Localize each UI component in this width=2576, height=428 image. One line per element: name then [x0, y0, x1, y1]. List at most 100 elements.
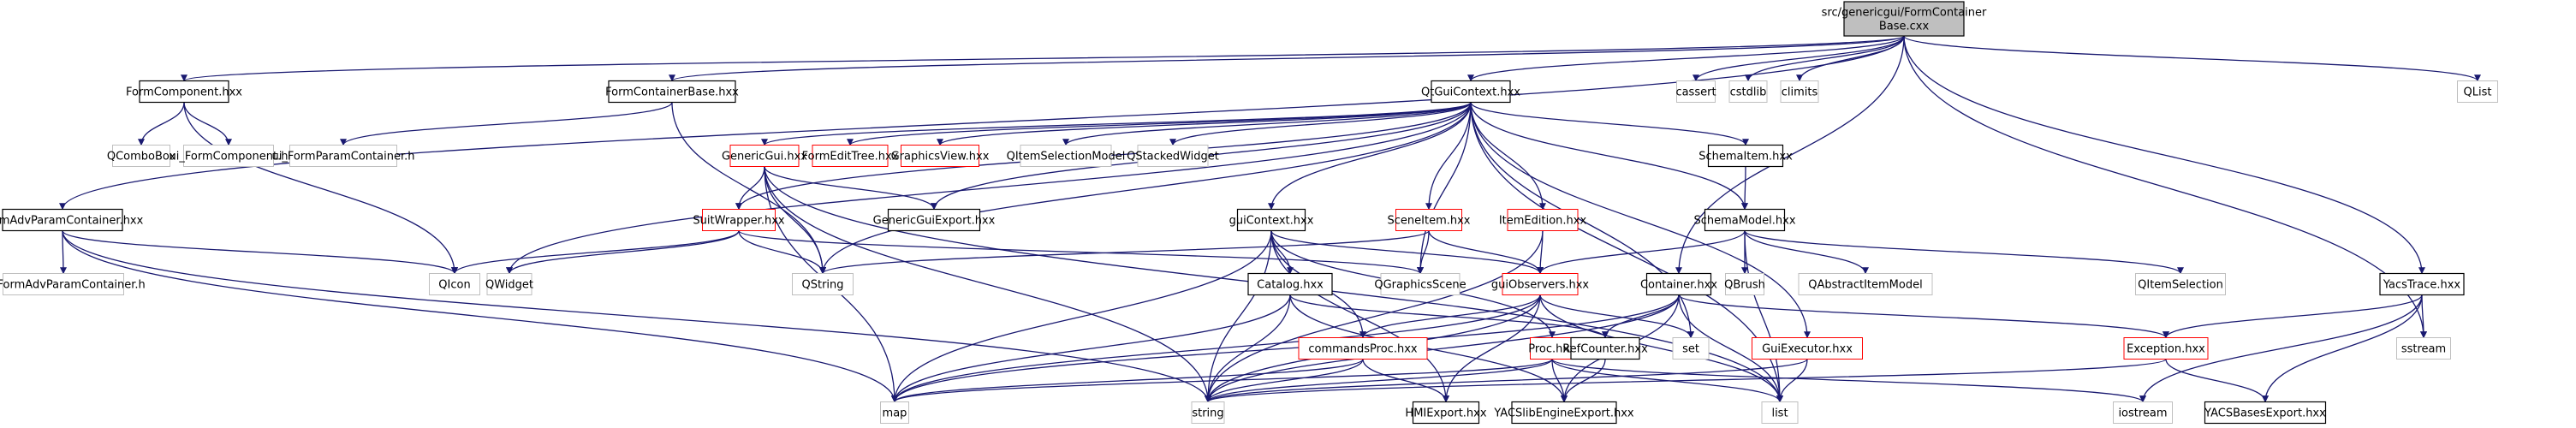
node-item-edition[interactable]: ItemEdition.hxx	[1499, 209, 1587, 231]
node-scene-item[interactable]: SceneItem.hxx	[1388, 209, 1471, 231]
node-form-container-base[interactable]: FormContainerBase.hxx	[605, 80, 739, 104]
node-yacslib-engine-export[interactable]: YACSlibEngineExport.hxx	[1493, 401, 1634, 425]
node-label: cstdlib	[1730, 86, 1767, 99]
edge-qt-gui-context-to-qstacked-widget	[1169, 102, 1472, 146]
node-label: QStackedWidget	[1127, 151, 1219, 163]
node-qitem-selection: QItemSelection	[2135, 273, 2226, 295]
edge-gui-executor-to-list	[1776, 359, 1808, 403]
node-generic-gui-export[interactable]: GenericGuiExport.hxx	[873, 208, 996, 232]
node-root[interactable]: src/genericgui/FormContainerBase.cxx	[1822, 1, 1987, 37]
node-cassert: cassert	[1675, 80, 1716, 103]
edge-schema-item-to-schema-model	[1741, 166, 1749, 211]
node-box	[1236, 208, 1306, 232]
edge-root-to-cassert	[1693, 35, 1905, 82]
edge-qt-gui-context-to-graphics-view	[937, 101, 1472, 146]
edge-qt-gui-context-to-qitem-selection-model	[1062, 101, 1472, 146]
node-box	[1412, 401, 1480, 425]
edge-root-to-qt-gui-context	[1467, 35, 1905, 82]
node-form-component[interactable]: FormComponent.hxx	[126, 80, 242, 104]
node-qabstract-item-model: QAbstractItemModel	[1798, 273, 1933, 295]
node-container[interactable]: Container.hxx	[1640, 272, 1717, 296]
node-label: cassert	[1675, 86, 1716, 99]
edge-generic-gui-to-qstring	[764, 166, 826, 275]
edge-form-adv-param-container-to-map	[62, 230, 898, 403]
edge-qt-gui-context-to-schema-item	[1470, 102, 1749, 146]
nodes-layer: src/genericgui/FormContainerBase.cxxForm…	[0, 1, 2498, 425]
edge-exception-to-yacsbases-export	[2165, 359, 2269, 403]
node-yacsbases-export[interactable]: YACSBasesExport.hxx	[2204, 401, 2327, 425]
node-set: set	[1672, 337, 1710, 360]
node-generic-gui[interactable]: GenericGui.hxx	[722, 145, 807, 167]
node-label: ItemEdition.hxx	[1499, 215, 1587, 228]
node-label: QWidget	[485, 279, 533, 292]
node-label: Proc.hxx	[1528, 343, 1576, 356]
node-label: SchemaItem.hxx	[1698, 151, 1793, 163]
edge-gui-observers-to-hmiexport	[1443, 294, 1541, 403]
node-label: guiContext.hxx	[1229, 215, 1314, 228]
edge-qt-gui-context-to-qstring	[819, 102, 1472, 275]
node-box	[1761, 401, 1799, 424]
node-gui-executor[interactable]: GuiExecutor.hxx	[1752, 337, 1863, 360]
node-box	[1707, 144, 1784, 168]
node-box	[792, 273, 854, 295]
edge-qt-gui-context-to-form-edit-tree	[847, 101, 1472, 146]
node-suit-wrapper[interactable]: SuitWrapper.hxx	[693, 209, 785, 231]
node-box	[2457, 80, 2498, 103]
node-exception[interactable]: Exception.hxx	[2123, 337, 2209, 360]
edge-form-component-to-ui-form-component	[183, 102, 232, 146]
node-qitem-selection-model: QItemSelectionModel	[1007, 145, 1125, 167]
node-box	[1298, 337, 1428, 360]
node-gui-context[interactable]: guiContext.hxx	[1229, 208, 1314, 232]
node-hmiexport[interactable]: HMIExport.hxx	[1405, 401, 1487, 425]
node-form-edit-tree[interactable]: FormEditTree.hxx	[802, 145, 899, 167]
edge-generic-gui-to-generic-gui-export	[764, 166, 937, 211]
edge-form-component-to-qcombo-box	[138, 102, 185, 146]
edge-suit-wrapper-to-qwidget	[506, 230, 740, 275]
node-label: iostream	[2118, 407, 2167, 420]
node-string: string	[1191, 401, 1225, 424]
edge-root-to-container	[1675, 35, 1905, 275]
node-label: FormEditTree.hxx	[802, 151, 899, 163]
node-ref-counter[interactable]: RefCounter.hxx	[1562, 336, 1648, 360]
node-label: SuitWrapper.hxx	[693, 215, 784, 228]
node-commands-proc[interactable]: commandsProc.hxx	[1298, 337, 1428, 360]
edge-exception-to-string	[1205, 358, 2167, 403]
node-schema-item[interactable]: SchemaItem.hxx	[1698, 144, 1793, 168]
node-cstdlib: cstdlib	[1728, 80, 1768, 103]
node-box	[2204, 401, 2327, 425]
edge-form-container-base-to-qstring	[671, 102, 826, 275]
node-box	[1752, 337, 1863, 360]
node-ui-form-component: ui_FormComponent.h	[170, 145, 288, 167]
edge-container-to-list	[1678, 294, 1783, 403]
node-label: QGraphicsScene	[1374, 279, 1466, 292]
node-qt-gui-context[interactable]: QtGuiContext.hxx	[1421, 80, 1520, 104]
node-box	[1395, 209, 1462, 231]
node-catalog[interactable]: Catalog.hxx	[1247, 272, 1333, 296]
node-yacs-trace[interactable]: YacsTrace.hxx	[2379, 272, 2465, 296]
node-qgraphics-scene: QGraphicsScene	[1374, 273, 1466, 295]
node-box	[1728, 80, 1768, 103]
node-box	[1798, 273, 1933, 295]
edge-commands-proc-to-map	[891, 358, 1364, 403]
node-label: GenericGui.hxx	[722, 151, 807, 163]
node-label: string	[1192, 407, 1223, 420]
node-box	[702, 209, 776, 231]
node-box	[1020, 145, 1112, 167]
node-box	[812, 145, 889, 167]
node-form-adv-param-container[interactable]: FormAdvParamContainer.hxx	[0, 208, 144, 232]
node-schema-model[interactable]: SchemaModel.hxx	[1693, 208, 1796, 232]
edge-proc-to-map	[891, 358, 1553, 403]
node-graphics-view[interactable]: GraphicsView.hxx	[891, 145, 990, 167]
node-label: list	[1771, 407, 1788, 420]
node-label: FormAdvParamContainer.hxx	[0, 215, 144, 228]
edge-root-to-qlist	[1903, 35, 2481, 82]
node-box	[1843, 1, 1965, 37]
node-label: QComboBox	[107, 151, 176, 163]
node-gui-observers[interactable]: guiObservers.hxx	[1491, 273, 1590, 295]
edge-gui-context-to-map	[891, 230, 1272, 403]
node-ui-form-param-container: ui_FormParamContainer.h	[271, 145, 415, 167]
node-box	[1247, 272, 1333, 296]
node-label: QBrush	[1724, 279, 1765, 292]
edge-root-to-form-adv-param-container	[59, 35, 1905, 211]
